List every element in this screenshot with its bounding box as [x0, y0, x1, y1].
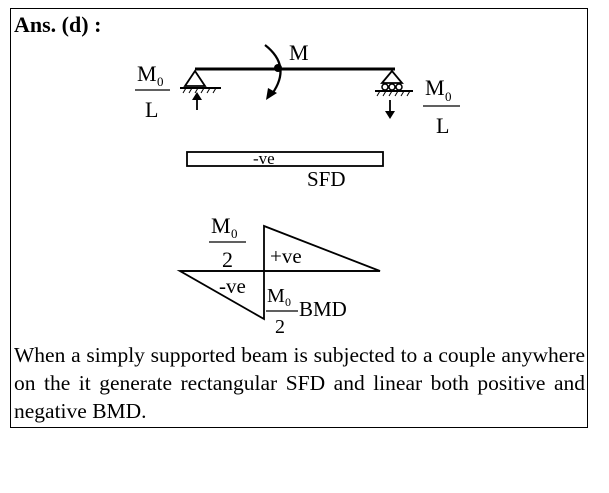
sfd-rectangle [186, 151, 384, 167]
left-reaction-up-arrow [192, 92, 202, 110]
bmd-positive-triangle [263, 224, 381, 272]
svg-text:M: M [267, 285, 285, 307]
bmd-negative-sign: -ve [219, 274, 246, 298]
answer-heading: Ans. (d) : [14, 12, 102, 37]
right-roller-support [375, 69, 413, 97]
svg-text:0: 0 [231, 226, 238, 241]
svg-text:L: L [436, 113, 449, 138]
svg-text:M: M [425, 75, 445, 100]
svg-text:M: M [137, 61, 157, 86]
bmd-positive-sign: +ve [270, 244, 302, 268]
couple-arrow-icon [264, 44, 282, 100]
left-reaction-label: M 0 L [135, 61, 170, 122]
left-pin-support [180, 69, 221, 94]
answer-box [10, 8, 588, 428]
svg-text:0: 0 [285, 295, 291, 309]
right-reaction-down-arrow [385, 100, 395, 119]
bmd-label: BMD [299, 297, 347, 321]
svg-text:0: 0 [445, 89, 452, 104]
svg-text:2: 2 [275, 316, 285, 338]
bmd-negative-triangle [176, 270, 265, 321]
bmd-top-value: M 0 2 [209, 213, 246, 272]
right-reaction-label: M 0 L [423, 75, 460, 138]
bmd-bottom-value: M 0 2 [266, 285, 298, 338]
svg-text:2: 2 [222, 247, 233, 272]
svg-text:L: L [145, 97, 158, 122]
answer-explanation: When a simply supported beam is subjecte… [14, 343, 585, 423]
couple-label: M [289, 40, 309, 65]
svg-text:M: M [211, 213, 231, 238]
svg-text:0: 0 [157, 74, 164, 89]
sfd-sign: -ve [253, 149, 275, 168]
sfd-label: SFD [307, 167, 346, 191]
